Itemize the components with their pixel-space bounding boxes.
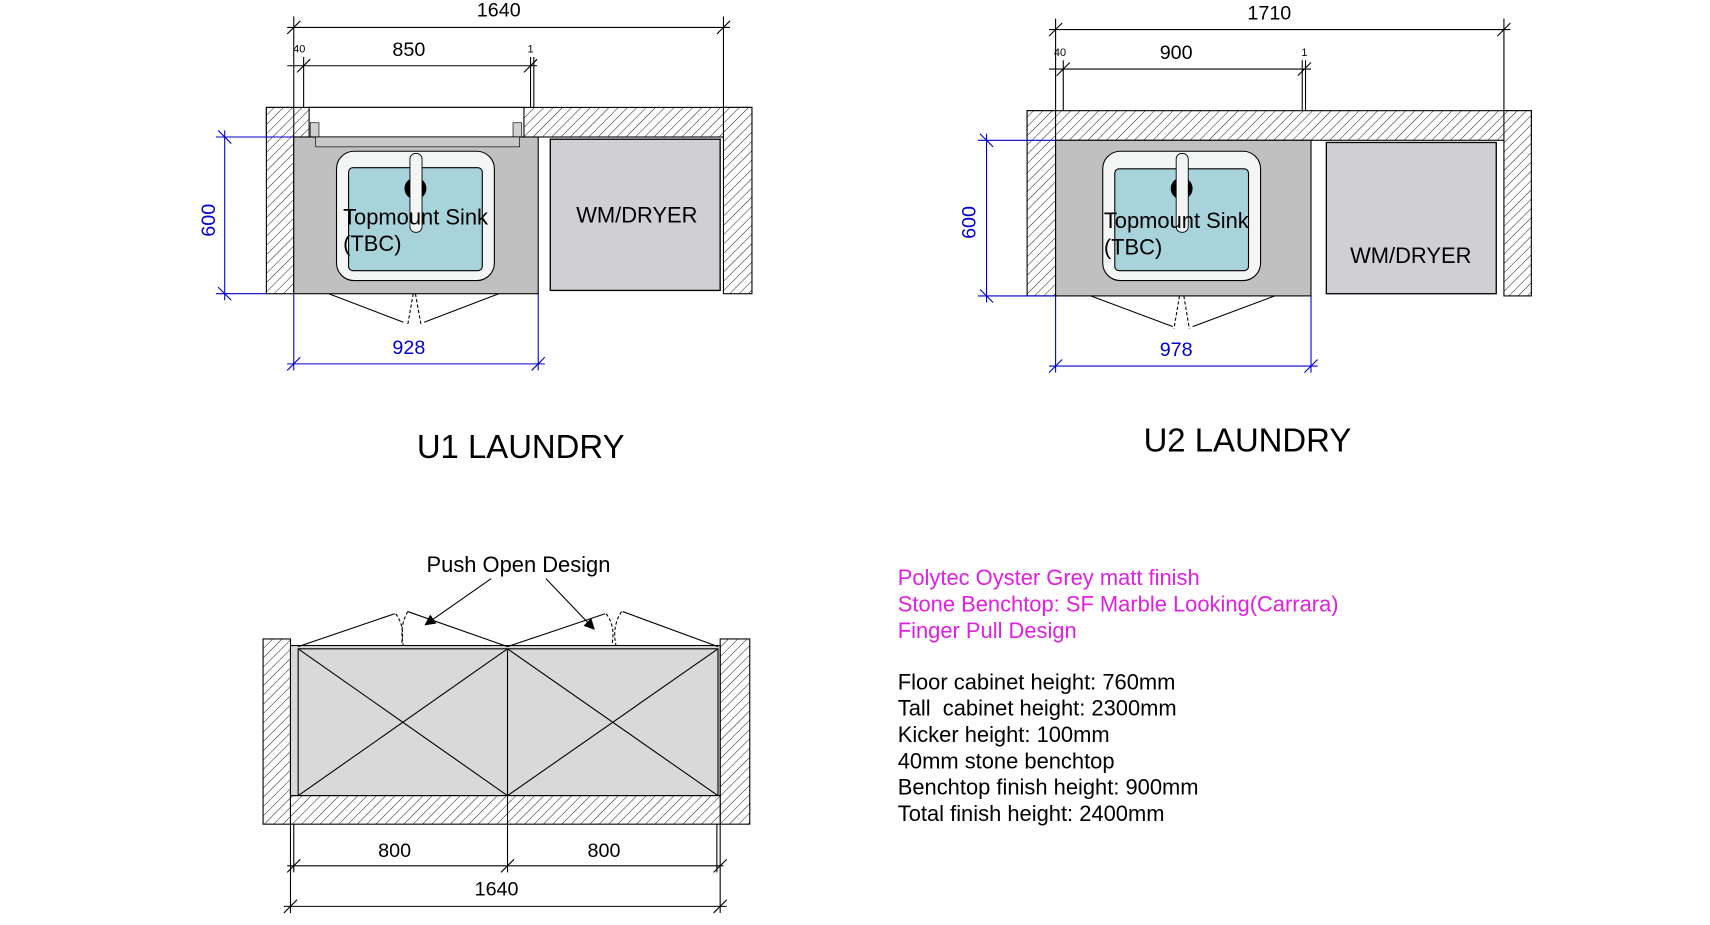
u2-back-wall <box>1026 110 1532 141</box>
kicker <box>289 795 721 825</box>
finish-note: Finger Pull Design <box>898 618 1077 643</box>
u1-depth-dimension: 600 <box>198 130 294 301</box>
u1-sink-recess <box>308 106 525 138</box>
u2-sink-label-tbc: (TBC) <box>1104 234 1162 259</box>
u1-left-gap-label: 40 <box>293 44 305 56</box>
annotation-leader-left <box>424 578 492 626</box>
spec-note: Kicker height: 100mm <box>898 722 1110 747</box>
finish-note: Stone Benchtop: SF Marble Looking(Carrar… <box>898 592 1339 617</box>
u2-plan: 1710 900 40 1 Topmount Sink (TBC) WM/DRY… <box>959 3 1532 459</box>
u1-right-wall <box>722 106 753 295</box>
u2-sink-width-label: 900 <box>1160 42 1193 64</box>
u2-right-wall <box>1503 110 1532 297</box>
u2-depth-dimension: 600 <box>959 133 1056 303</box>
spec-note: Tall cabinet height: 2300mm <box>898 696 1177 721</box>
finish-note: Polytec Oyster Grey matt finish <box>898 565 1200 590</box>
u1-left-wall <box>265 106 295 295</box>
door-left-width-label: 800 <box>378 840 411 862</box>
spec-note: Floor cabinet height: 760mm <box>898 669 1176 694</box>
u1-right-gap-label: 1 <box>527 44 533 56</box>
spec-note: 40mm stone benchtop <box>898 748 1115 773</box>
u1-sink-dimension: 850 40 1 <box>287 39 538 137</box>
elevation-left-wall <box>262 638 292 825</box>
u1-sink-width-label: 850 <box>392 39 425 61</box>
spec-note: Total finish height: 2400mm <box>898 801 1165 826</box>
push-open-annotation: Push Open Design <box>427 552 611 577</box>
u1-overall-width-label: 1640 <box>477 0 521 21</box>
elevation-dimensions: 800 800 1640 <box>283 795 728 914</box>
u1-cabinet-width-dimension: 928 <box>286 293 546 371</box>
elevation-door-swing <box>297 611 719 648</box>
u2-sink-label: Topmount Sink <box>1104 208 1249 233</box>
u2-right-gap-label: 1 <box>1301 47 1307 59</box>
u2-door-swing <box>1090 295 1276 329</box>
u2-wm-dryer-label: WM/DRYER <box>1350 243 1471 268</box>
u2-left-wall <box>1026 110 1057 297</box>
u2-cabinet-width-label: 978 <box>1160 339 1193 361</box>
u2-wm-dryer <box>1325 141 1497 295</box>
elevation-overall-width-label: 1640 <box>475 878 519 900</box>
spec-note: Benchtop finish height: 900mm <box>898 775 1199 800</box>
u1-cabinet-width-label: 928 <box>392 337 425 359</box>
u2-overall-width-label: 1710 <box>1247 3 1291 25</box>
u1-wm-dryer <box>549 138 721 292</box>
u2-left-gap-label: 40 <box>1054 47 1066 59</box>
u2-overall-dimension: 1710 <box>1048 3 1511 141</box>
u1-door-swing <box>328 293 499 325</box>
elevation-right-wall <box>719 638 751 825</box>
u2-title: U2 LAUNDRY <box>1144 422 1352 459</box>
u2-depth-label: 600 <box>959 206 981 239</box>
u1-plan: 1640 850 40 1 Topmount Sink (TBC) WM/D <box>198 0 753 465</box>
door-right-width-label: 800 <box>588 840 621 862</box>
u1-sink-label: Topmount Sink <box>343 205 488 230</box>
u1-sink-label-tbc: (TBC) <box>343 231 401 256</box>
u1-title: U1 LAUNDRY <box>417 428 625 465</box>
u2-cabinet-width-dimension: 978 <box>1048 295 1318 374</box>
cabinet-elevation: Push Open Design <box>262 552 751 914</box>
u1-overall-dimension: 1640 <box>286 0 731 137</box>
annotation-leader-right <box>545 578 595 630</box>
u1-depth-label: 600 <box>198 204 220 237</box>
u1-wm-dryer-label: WM/DRYER <box>576 202 697 227</box>
notes: Polytec Oyster Grey matt finish Stone Be… <box>898 565 1339 826</box>
